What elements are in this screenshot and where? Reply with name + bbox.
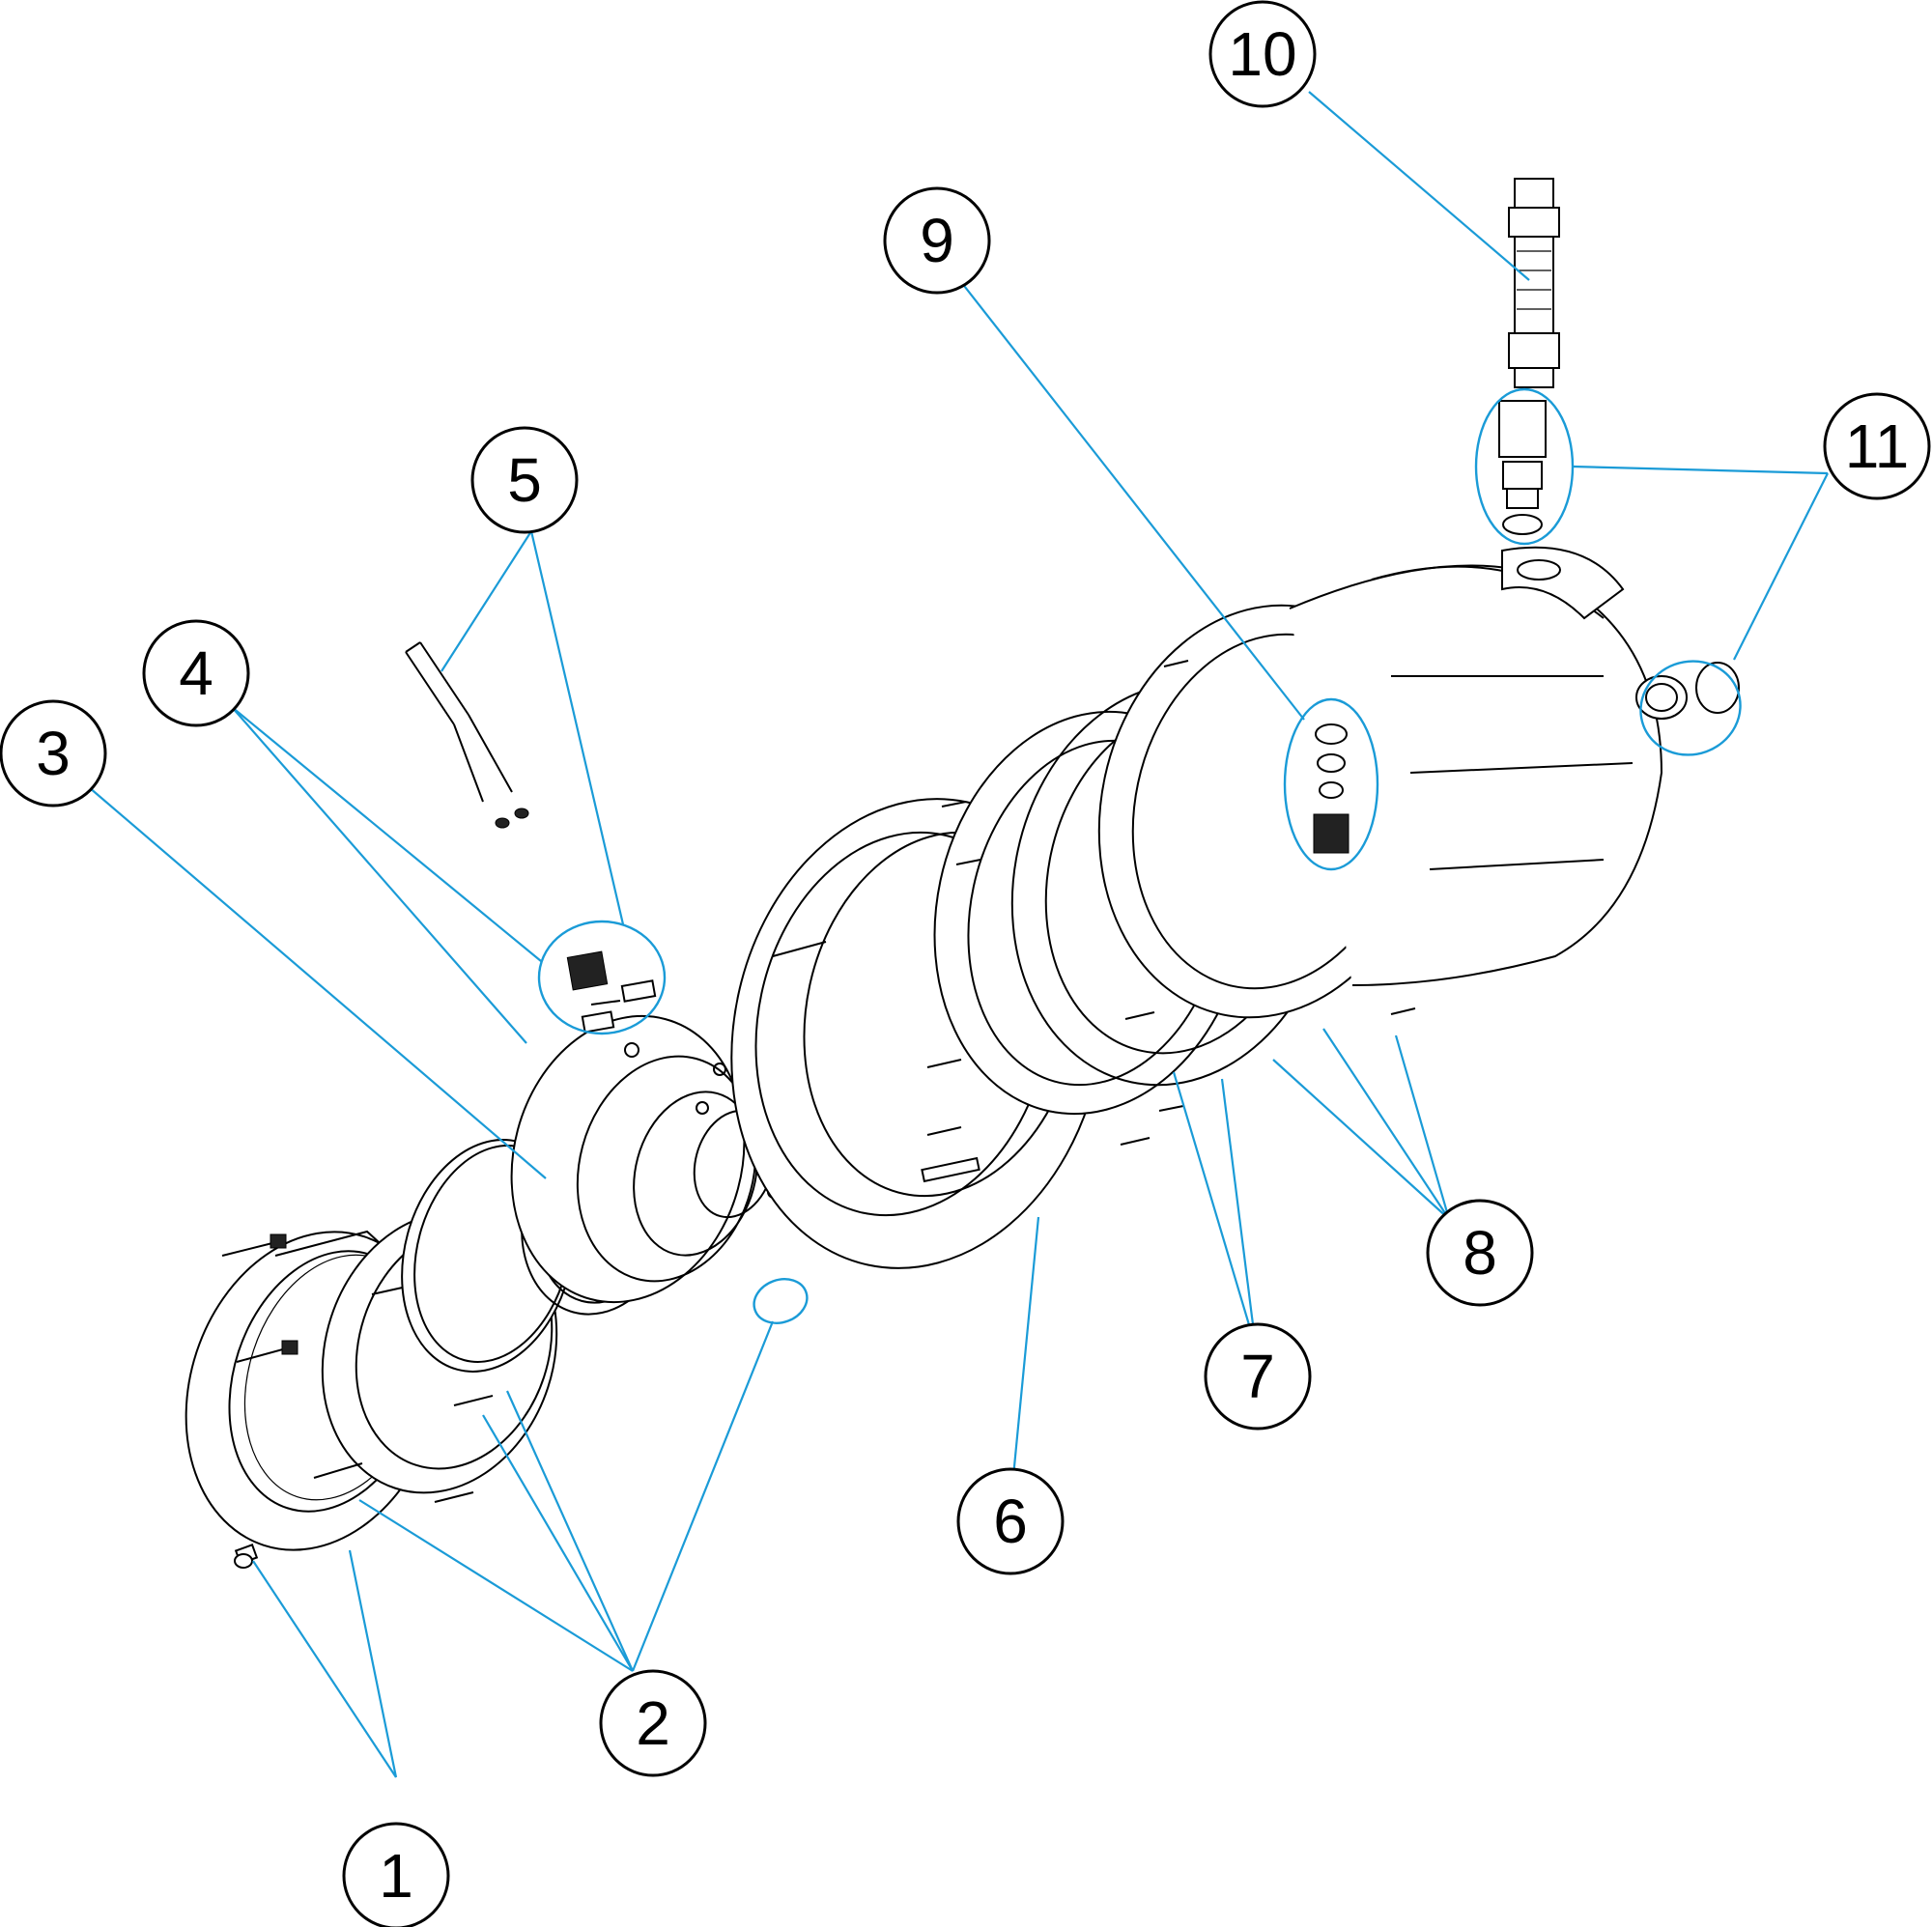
callout-3: 3: [0, 699, 107, 808]
callout-10-label: 10: [1228, 19, 1296, 89]
callout-6-label: 6: [993, 1487, 1028, 1556]
callout-1: 1: [342, 1822, 450, 1927]
part-niche-housing: [1097, 546, 1663, 1019]
callout-6: 6: [956, 1467, 1065, 1575]
callout-2: 2: [599, 1669, 707, 1777]
part-reflector-body: [510, 1014, 805, 1304]
part-trim-screw: [234, 1544, 259, 1569]
callout-5-label: 5: [507, 445, 542, 515]
callout-8: 8: [1426, 1199, 1534, 1307]
leader-lines: [88, 91, 1829, 1778]
callout-9: 9: [883, 186, 991, 295]
highlight-nut-washer: [753, 1278, 809, 1324]
callout-5: 5: [470, 426, 579, 534]
callout-7: 7: [1204, 1322, 1312, 1431]
callout-4: 4: [142, 619, 250, 727]
callout-4-label: 4: [179, 638, 213, 708]
highlight-connector-kit: [537, 920, 667, 1035]
callout-3-label: 3: [36, 719, 71, 788]
callout-1-label: 1: [379, 1841, 413, 1911]
callout-11-label: 11: [1845, 411, 1909, 481]
part-cable-gland: [1313, 723, 1350, 854]
part-power-cable: [405, 641, 529, 829]
callout-10: 10: [1208, 0, 1317, 108]
part-threaded-conduit: [1508, 178, 1560, 388]
highlight-cable-gland: [1283, 697, 1379, 871]
callout-11: 11: [1823, 392, 1931, 500]
part-connector-kit: [566, 950, 657, 1034]
callout-2-label: 2: [636, 1688, 670, 1758]
highlight-side-plug: [1639, 660, 1742, 756]
callout-9-label: 9: [920, 206, 954, 275]
callout-8-label: 8: [1463, 1218, 1497, 1288]
callout-7-label: 7: [1240, 1342, 1275, 1411]
